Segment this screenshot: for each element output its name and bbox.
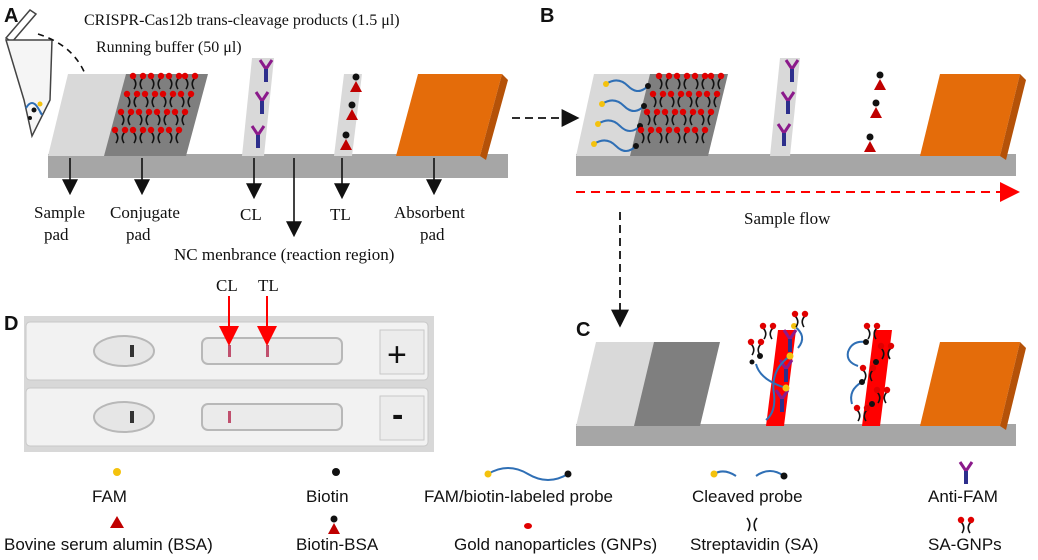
legend-biotin-label: Biotin xyxy=(306,487,349,506)
legend-anti-fam-label: Anti-FAM xyxy=(928,487,998,506)
panel-label-c: C xyxy=(576,319,590,341)
bbsa-b-3 xyxy=(864,133,876,152)
test-strip-photo xyxy=(24,316,434,452)
strip-a xyxy=(48,58,508,178)
cl-complexes xyxy=(746,309,810,421)
legend-biotin-bsa-label: Biotin-BSA xyxy=(296,535,379,554)
label-arrows-a xyxy=(62,158,442,238)
label-absorbent-pad-2: pad xyxy=(420,225,445,244)
reagent-text-1: CRISPR-Cas12b trans-cleavage products (1… xyxy=(84,12,400,29)
legend-labeled-probe-label: FAM/biotin-labeled probe xyxy=(424,487,613,506)
legend-labeled-probe-icon xyxy=(484,467,572,481)
legend-fam-icon xyxy=(113,468,121,476)
sample-pad-b xyxy=(576,74,654,156)
bbsa-b-2 xyxy=(870,99,882,118)
label-cl: CL xyxy=(240,205,262,224)
photo-tl-positive xyxy=(266,345,269,357)
legend-sagnp-icon xyxy=(956,515,976,534)
photo-cl-positive xyxy=(228,345,231,357)
sample-tube xyxy=(4,9,53,139)
legend-bsa-icon xyxy=(110,516,124,528)
legend-cleaved-probe-label: Cleaved probe xyxy=(692,487,803,506)
legend-gnp-icon xyxy=(524,523,532,529)
bbsa-b-1 xyxy=(874,71,886,90)
label-conjugate-pad-1: Conjugate xyxy=(110,203,180,222)
strip-c xyxy=(576,330,1026,446)
panel-label-b: B xyxy=(540,5,554,27)
legend-bsa-label: Bovine serum alumin (BSA) xyxy=(4,535,213,554)
label-sample-pad-1: Sample xyxy=(34,203,85,222)
negative-sign: - xyxy=(392,396,403,434)
probe-ends-b xyxy=(591,81,651,149)
label-nc-membrane: NC menbrance (reaction region) xyxy=(174,245,394,264)
label-conjugate-pad-2: pad xyxy=(126,225,151,244)
legend-sagnp-label: SA-GNPs xyxy=(928,535,1002,554)
strip-b xyxy=(576,58,1026,176)
panel-label-d: D xyxy=(4,313,18,335)
legend-cleaved-probe-icon xyxy=(710,470,788,480)
legend: FAM Biotin FAM/biotin-labeled probe Clea… xyxy=(4,460,1002,554)
legend-fam-label: FAM xyxy=(92,487,127,506)
legend-sa-icon xyxy=(746,517,758,532)
legend-gnp-label: Gold nanoparticles (GNPs) xyxy=(454,535,657,554)
photo-cl-negative xyxy=(228,411,231,423)
sample-flow-label: Sample flow xyxy=(744,209,831,228)
absorbent-pad-b xyxy=(920,74,1020,156)
test-line xyxy=(334,74,362,156)
label-absorbent-pad-1: Absorbent xyxy=(394,203,465,222)
probes-b xyxy=(593,79,649,152)
sample-pad-c xyxy=(576,342,658,426)
tl-complexes xyxy=(846,321,896,422)
legend-biotin-bsa-icon xyxy=(328,515,340,534)
panel-label-a: A xyxy=(4,5,18,27)
add-sample-arrow xyxy=(37,33,100,112)
positive-sign: + xyxy=(387,336,407,374)
legend-anti-fam-icon xyxy=(958,460,974,486)
absorbent-pad-c xyxy=(920,342,1020,426)
absorbent-pad xyxy=(396,74,502,156)
legend-sa-label: Streptavidin (SA) xyxy=(690,535,819,554)
control-line xyxy=(242,58,274,156)
conjugate-pad-c xyxy=(634,342,720,426)
legend-biotin-icon xyxy=(332,468,340,476)
label-sample-pad-2: pad xyxy=(44,225,69,244)
label-tl: TL xyxy=(330,205,351,224)
control-line-b xyxy=(770,58,800,156)
photo-label-tl: TL xyxy=(258,276,279,295)
reagent-text-2: Running buffer (50 μl) xyxy=(96,39,242,56)
photo-label-cl: CL xyxy=(216,276,238,295)
